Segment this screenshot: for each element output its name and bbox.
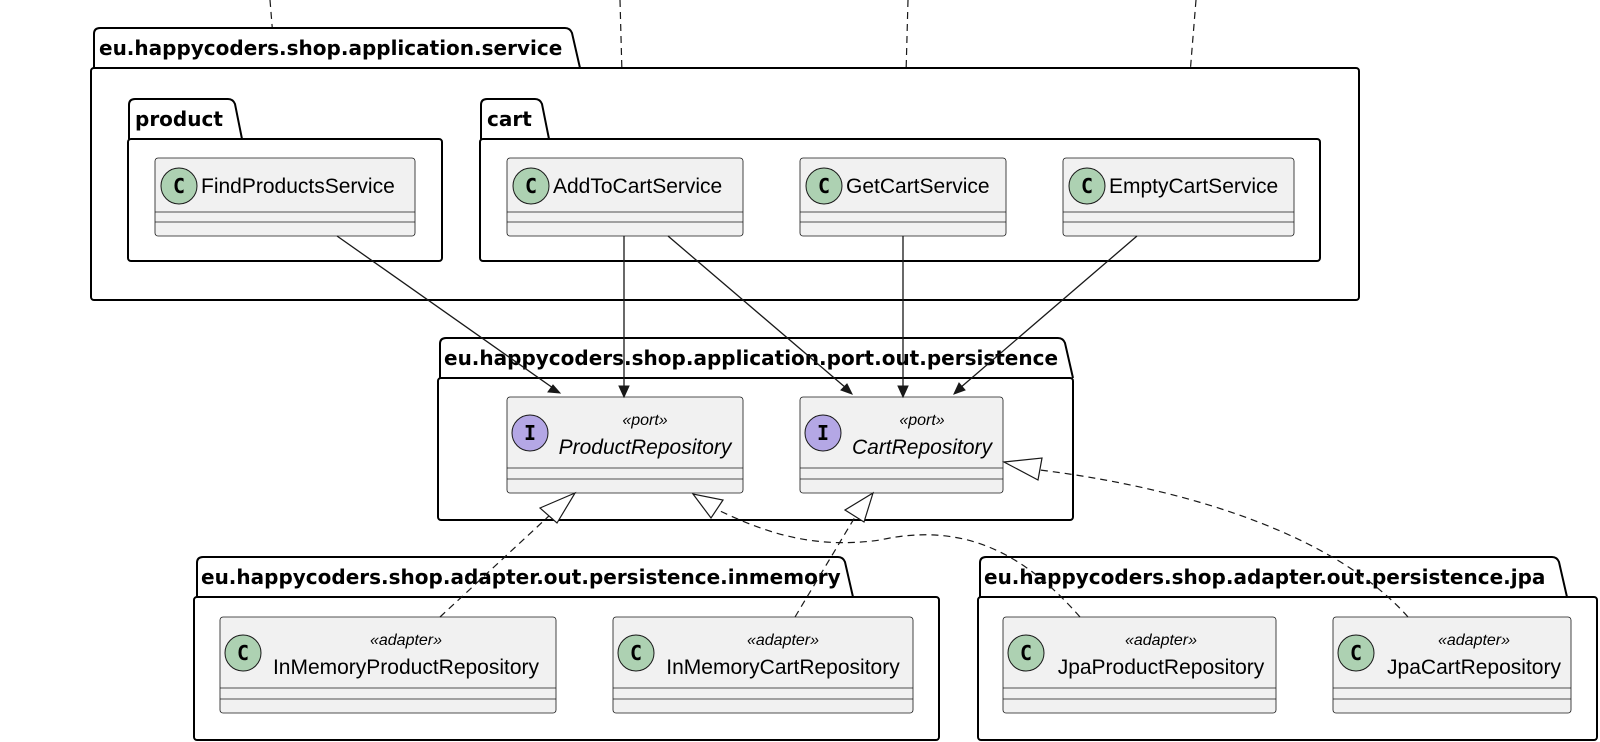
stereotype: «port» [622, 412, 667, 429]
svg-text:I: I [524, 421, 536, 445]
stereotype: «adapter» [370, 632, 442, 649]
realization-triangle [538, 491, 577, 524]
class-find-products-service[interactable]: C FindProductsService [154, 157, 416, 237]
stereotype: «port» [899, 412, 944, 429]
realization-line [439, 514, 551, 618]
svg-text:C: C [818, 174, 830, 198]
interface-cart-repository[interactable]: I «port» CartRepository [799, 396, 1004, 494]
class-empty-cart-service[interactable]: C EmptyCartService [1062, 157, 1295, 237]
arrowhead [618, 385, 630, 399]
class-icon [1337, 634, 1375, 672]
svg-text:C: C [525, 174, 537, 198]
interface-product-repository[interactable]: I «port» ProductRepository [506, 396, 744, 494]
realization-line [1039, 469, 1409, 618]
class-name: InMemoryCartRepository [666, 656, 900, 679]
svg-text:C: C [173, 174, 185, 198]
interface-icon [804, 414, 842, 452]
package-label: product [135, 107, 223, 131]
svg-text:C: C [630, 641, 642, 665]
stereotype: «adapter» [1125, 632, 1197, 649]
svg-text:C: C [1350, 641, 1362, 665]
dependency-arrow [667, 235, 847, 389]
package-label: eu.happycoders.shop.adapter.out.persiste… [201, 565, 841, 589]
dependency-arrows [336, 235, 1138, 399]
stereotype: «adapter» [1438, 632, 1510, 649]
class-name: GetCartService [846, 175, 990, 198]
arrowhead [897, 385, 909, 399]
class-icon [160, 167, 198, 205]
class-icon [1007, 634, 1045, 672]
dependency-arrow [959, 235, 1138, 389]
class-in-memory-product-repository[interactable]: C «adapter» InMemoryProductRepository [219, 616, 557, 714]
package-label: eu.happycoders.shop.adapter.out.persiste… [984, 565, 1545, 589]
interface-name: ProductRepository [559, 436, 733, 459]
realization-triangle [843, 491, 875, 523]
realization-line [717, 509, 1081, 618]
package-label: cart [487, 107, 532, 131]
arrowhead [547, 384, 562, 394]
class-jpa-cart-repository[interactable]: C «adapter» JpaCartRepository [1332, 616, 1572, 714]
svg-text:C: C [1081, 174, 1093, 198]
class-icon [1068, 167, 1106, 205]
class-name: JpaCartRepository [1387, 656, 1561, 679]
class-jpa-product-repository[interactable]: C «adapter» JpaProductRepository [1002, 616, 1277, 714]
realization-arrows [439, 457, 1409, 618]
stereotype: «adapter» [747, 632, 819, 649]
arrowhead [953, 382, 966, 395]
class-in-memory-cart-repository[interactable]: C «adapter» InMemoryCartRepository [612, 616, 914, 714]
class-name: EmptyCartService [1109, 175, 1278, 198]
dependency-arrow [336, 235, 554, 389]
interface-icon [511, 414, 549, 452]
class-name: AddToCartService [553, 175, 722, 198]
realization-line [794, 516, 856, 618]
realization-triangle [691, 493, 724, 520]
class-icon [617, 634, 655, 672]
svg-text:C: C [237, 641, 249, 665]
class-name: JpaProductRepository [1058, 656, 1265, 679]
class-icon [512, 167, 550, 205]
class-add-to-cart-service[interactable]: C AddToCartService [506, 157, 744, 237]
class-name: FindProductsService [201, 175, 395, 198]
arrowhead [840, 383, 854, 395]
svg-text:I: I [817, 421, 829, 445]
realization-triangle [1001, 457, 1043, 481]
class-get-cart-service[interactable]: C GetCartService [799, 157, 1007, 237]
svg-text:C: C [1020, 641, 1032, 665]
interface-name: CartRepository [852, 436, 994, 459]
package-label: eu.happycoders.shop.application.service [99, 36, 562, 60]
class-icon [224, 634, 262, 672]
package-label: eu.happycoders.shop.application.port.out… [444, 346, 1058, 370]
class-icon [805, 167, 843, 205]
class-name: InMemoryProductRepository [273, 656, 540, 679]
